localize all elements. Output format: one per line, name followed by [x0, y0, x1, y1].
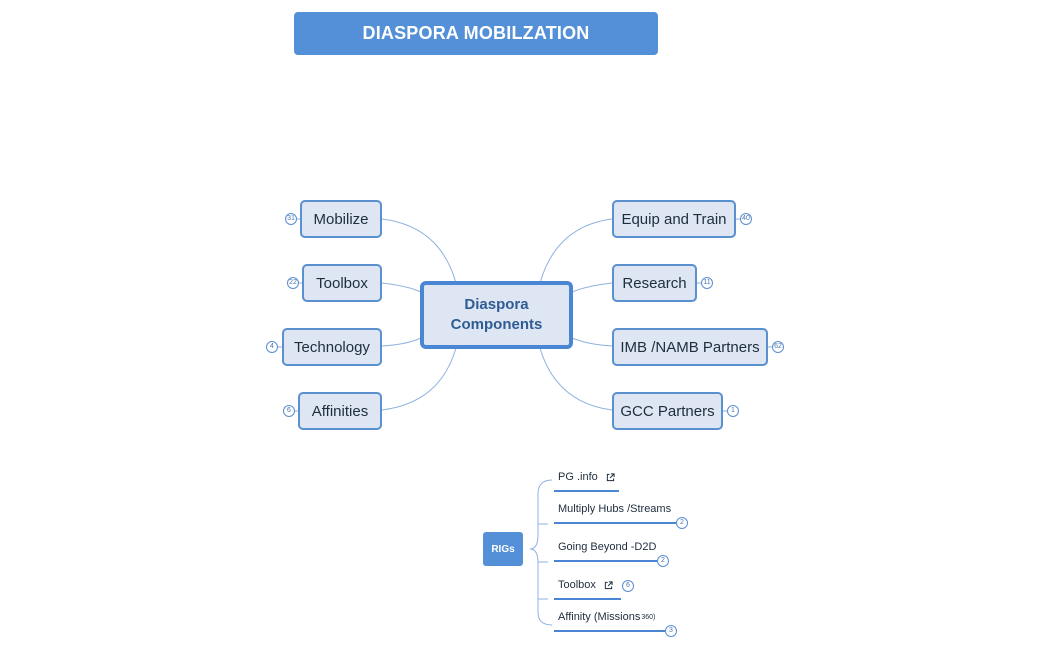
rigs-item-underline [554, 630, 665, 632]
count-badge-equip-and-train[interactable]: 40 [740, 213, 752, 225]
rigs-item-affinity-suffix: 360) [641, 613, 656, 621]
count-badge-toolbox-rig[interactable]: 6 [622, 580, 634, 592]
count-badge-gcc-partners[interactable]: 1 [727, 405, 739, 417]
rigs-item-multiply-hubs[interactable]: Multiply Hubs /Streams [558, 503, 671, 515]
page-title: DIASPORA MOBILZATION [294, 12, 658, 55]
rigs-item-multiply-hubs-label: Multiply Hubs /Streams [558, 503, 672, 515]
rigs-item-underline [554, 560, 657, 562]
rigs-item-underline [554, 490, 619, 492]
rigs-item-affinity-label: Affinity (Missions [558, 611, 641, 623]
count-badge-affinity[interactable]: 3 [665, 625, 677, 637]
rigs-item-toolbox-label: Toolbox [558, 579, 596, 591]
count-badge-imb-namb-partners[interactable]: 62 [772, 341, 784, 353]
rigs-item-pg-info[interactable]: PG .info [558, 471, 615, 483]
count-badge-multiply-hubs[interactable]: 2 [676, 517, 688, 529]
topic-affinities[interactable]: Affinities [298, 392, 382, 430]
connector-toolbox [381, 282, 422, 293]
rigs-item-going-beyond[interactable]: Going Beyond -D2D [558, 541, 656, 553]
rigs-brace [529, 479, 553, 626]
count-badge-technology[interactable]: 4 [266, 341, 278, 353]
topic-equip-and-train[interactable]: Equip and Train [612, 200, 736, 238]
connector-gcc [539, 347, 613, 411]
connector-technology [381, 337, 422, 347]
rigs-item-underline [554, 522, 676, 524]
external-link-icon[interactable] [606, 472, 615, 482]
topic-toolbox[interactable]: Toolbox [302, 264, 382, 302]
count-badge-mobilize[interactable]: 31 [285, 213, 297, 225]
rigs-item-going-beyond-label: Going Beyond -D2D [558, 541, 657, 553]
rigs-item-toolbox[interactable]: Toolbox [558, 579, 613, 591]
count-badge-affinities[interactable]: 6 [283, 405, 295, 417]
rigs-item-affinity[interactable]: Affinity (Missions 360) [558, 611, 655, 623]
topic-mobilize[interactable]: Mobilize [300, 200, 382, 238]
topic-imb-namb-partners[interactable]: IMB /NAMB Partners [612, 328, 768, 366]
count-badge-going-beyond[interactable]: 2 [657, 555, 669, 567]
external-link-icon[interactable] [604, 580, 613, 590]
central-topic-label: Diaspora Components [450, 296, 543, 333]
connector-research [571, 282, 613, 293]
count-badge-toolbox[interactable]: 22 [287, 277, 299, 289]
connector-partners [571, 337, 613, 347]
topic-technology[interactable]: Technology [282, 328, 382, 366]
count-badge-research[interactable]: 11 [701, 277, 713, 289]
topic-research[interactable]: Research [612, 264, 697, 302]
topic-gcc-partners[interactable]: GCC Partners [612, 392, 723, 430]
connector-equip [539, 218, 613, 284]
central-topic[interactable]: Diaspora Components [420, 281, 573, 349]
rigs-topic[interactable]: RIGs [483, 532, 523, 566]
connector-mobilize [381, 218, 457, 284]
rigs-item-pg-info-label: PG .info [558, 471, 598, 483]
rigs-item-underline [554, 598, 621, 600]
connector-affinities [381, 347, 457, 411]
